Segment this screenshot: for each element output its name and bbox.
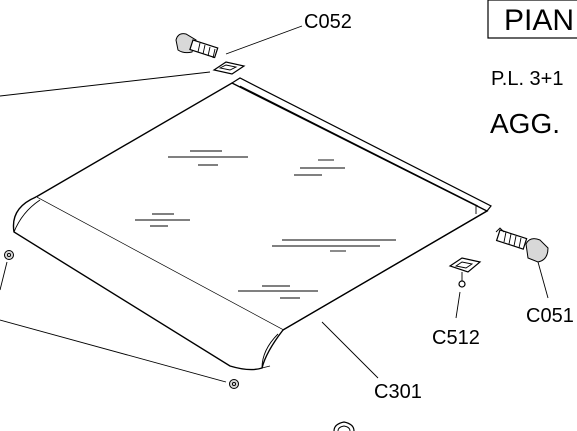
nut-bottom	[229, 379, 239, 389]
lid-top-surface	[34, 82, 489, 331]
subtitle-line2: AGG.	[490, 108, 560, 139]
title-frame	[487, 0, 577, 39]
lid-bottom-edge	[282, 210, 488, 331]
leader-c052	[225, 25, 303, 55]
front-lip-left-curve	[13, 199, 41, 233]
bracket-c512-screw	[458, 280, 466, 288]
rear-rail	[231, 77, 492, 212]
nut-bottom-body	[229, 379, 239, 389]
top-bracket-slot	[218, 64, 238, 71]
leader-nut-left	[0, 261, 8, 291]
lid-panel	[12, 77, 492, 371]
front-lip-right-curve	[261, 333, 279, 369]
label-c051: C051	[526, 305, 574, 327]
top-bracket	[212, 61, 246, 75]
nut-left	[4, 250, 14, 260]
partial-callout-inner	[337, 425, 351, 431]
title-text: PIAN	[504, 4, 574, 37]
hinge-pin-c052	[175, 33, 219, 59]
bracket-c512-slot	[454, 261, 474, 269]
bracket-c512	[448, 257, 482, 288]
bracket-c512-plate	[448, 257, 482, 273]
front-lip	[12, 196, 284, 371]
label-c512: C512	[432, 327, 480, 349]
leader-c512	[455, 291, 461, 319]
pin-c051-shaft	[495, 229, 528, 250]
subtitle-line1: P.L. 3+1	[491, 68, 563, 90]
hinge-pin-c051	[495, 227, 549, 263]
glass-reflections	[135, 150, 396, 299]
pin-c051-head	[525, 238, 549, 263]
lid-corner-detail	[261, 365, 271, 369]
nut-left-body	[4, 250, 14, 260]
title-block: PIAN P.L. 3+1 AGG.	[487, 0, 577, 139]
leader-left-top	[0, 71, 211, 97]
label-c052: C052	[304, 11, 352, 33]
rear-rail-inner	[239, 85, 479, 207]
label-c301: C301	[374, 381, 422, 403]
leader-nut-bottom	[0, 319, 227, 383]
partial-callout-circle	[333, 421, 355, 431]
leader-c301	[321, 321, 379, 379]
leader-c051	[537, 261, 549, 299]
top-bracket-plate	[212, 61, 246, 75]
